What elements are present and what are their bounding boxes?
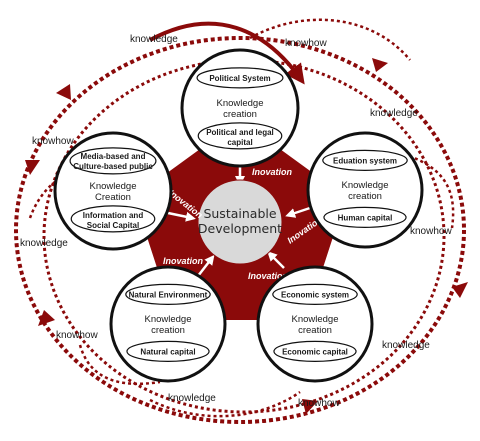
system-node-natural: Natural EnvironmentKnowledgecreationNatu… — [109, 265, 227, 383]
political-title: Political System — [209, 74, 270, 83]
arrowhead-top-left — [56, 84, 71, 100]
natural-creation-1: Knowledge — [144, 314, 191, 325]
knowhow-label-5: knowhow — [298, 398, 340, 409]
knowledge-label-3: knowledge — [20, 238, 68, 249]
knowhow-label-3: knowhow — [410, 226, 452, 237]
knowledge-label-2: knowledge — [370, 108, 418, 119]
spoke-economic — [267, 251, 285, 269]
innovation-label-natural: Inovation — [163, 256, 204, 266]
knowhow-arrow-top — [249, 18, 411, 61]
education-capital-1: Human capital — [338, 213, 393, 222]
political-capital-1: Political and legal — [206, 128, 274, 137]
education-capital-ellipse — [323, 206, 407, 228]
political-capital-ellipse — [197, 122, 283, 150]
arrowhead-right — [452, 282, 468, 298]
knowledge-label-5: knowledge — [168, 393, 216, 404]
arrowhead-left — [25, 160, 40, 175]
natural-capital-ellipse — [126, 340, 210, 362]
media-capital-ellipse — [70, 205, 156, 233]
natural-creation-2: creation — [151, 325, 185, 336]
outer-knowledge-cycle — [14, 36, 466, 424]
economic-capital-ellipse — [273, 340, 357, 362]
economic-capital-1: Economic capital — [282, 347, 348, 356]
natural-title-ellipse — [125, 283, 211, 305]
center-circle — [197, 179, 283, 265]
arrowhead-bottom-left — [38, 310, 55, 326]
political-capital-2: capital — [227, 138, 252, 147]
economic-creation-2: creation — [298, 325, 332, 336]
media-title: Media-based and — [81, 152, 146, 161]
cycle-arrowheads — [25, 58, 468, 414]
knowledge-arrow-top — [149, 21, 305, 85]
spoke-media — [167, 211, 196, 222]
natural-title: Natural Environment — [129, 290, 208, 299]
media-capital-2: Social Capital — [87, 221, 139, 230]
media-creation-2: Creation — [95, 192, 131, 203]
natural-capital-1: Natural capital — [140, 347, 195, 356]
inner-knowhow-cycle — [42, 58, 446, 414]
flow-labels: knowledge knowhow knowledge knowhow know… — [20, 34, 452, 409]
system-node-political: Political SystemKnowledgecreationPolitic… — [180, 48, 300, 168]
knowledge-label-4: knowledge — [382, 340, 430, 351]
political-title-ellipse — [196, 67, 284, 89]
education-title: Eduation system — [333, 156, 397, 165]
knowhow-label-2: knowhow — [32, 136, 74, 147]
center-line2: Development — [198, 221, 282, 236]
economic-title: Economic system — [281, 290, 349, 299]
media-title-2: Culture-based public — [73, 162, 153, 171]
knowhow-label-1: knowhow — [285, 38, 327, 49]
system-node-economic: Economic systemKnowledgecreationEconomic… — [256, 265, 374, 383]
education-creation-1: Knowledge — [341, 180, 388, 191]
innovation-label-economic: Inovation — [248, 271, 289, 281]
economic-title-ellipse — [272, 283, 358, 305]
media-title-ellipse — [69, 147, 157, 175]
knowledge-arrow-bottom — [149, 390, 301, 418]
arrowhead-top-right — [372, 58, 388, 72]
media-creation-1: Knowledge — [89, 181, 136, 192]
spoke-education — [285, 206, 311, 218]
arrowhead-bottom — [302, 399, 318, 414]
innovation-label-political: Inovation — [252, 167, 293, 177]
political-creation-2: creation — [223, 109, 257, 120]
spoke-natural — [197, 254, 215, 277]
knowhow-arrow-bottom-left — [78, 344, 161, 386]
education-title-ellipse — [322, 149, 408, 171]
education-creation-2: creation — [348, 191, 382, 202]
center-line1: Sustainable — [203, 206, 276, 221]
knowhow-label-4: knowhow — [56, 330, 98, 341]
media-capital-1: Information and — [83, 211, 144, 220]
knowledge-label-1: knowledge — [130, 34, 178, 45]
economic-creation-1: Knowledge — [291, 314, 338, 325]
political-creation-1: Knowledge — [216, 98, 263, 109]
